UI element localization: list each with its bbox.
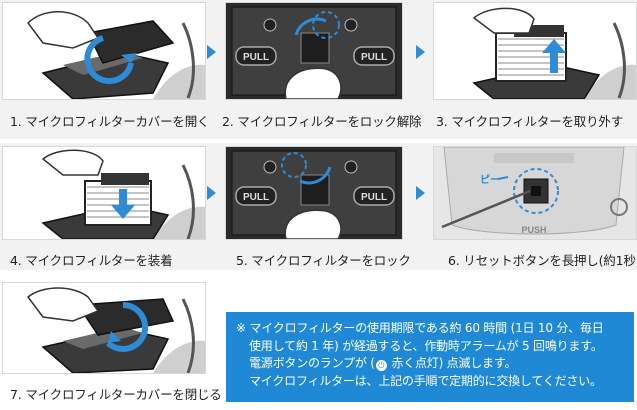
step-1-caption: 1. マイクロフィルターカバーを開く bbox=[10, 114, 210, 129]
note-line-4: マイクロフィルターは、上記の手順で定期的に交換してください。 bbox=[249, 373, 602, 388]
next-arrow-icon bbox=[416, 45, 425, 59]
pull-label-left: PULL bbox=[243, 192, 269, 203]
step-7-image bbox=[2, 282, 206, 374]
step-5-caption: 5. マイクロフィルターをロック bbox=[236, 253, 411, 268]
step-2-caption: 2. マイクロフィルターをロック解除 bbox=[222, 114, 422, 129]
beep-label: ピー bbox=[480, 174, 500, 186]
pull-label-left: PULL bbox=[243, 52, 269, 63]
step-7-caption: 7. マイクロフィルターカバーを閉じる bbox=[10, 387, 222, 402]
pull-label-right: PULL bbox=[361, 192, 387, 203]
note-line-3: 電源ボタンのランプが (⏻ 赤く点灯) 点滅します。 bbox=[236, 355, 626, 373]
note-line-1: ※ マイクロフィルターの使用期限である約 60 時間 (1日 10 分、毎日 bbox=[236, 321, 604, 335]
step-4-caption: 4. マイクロフィルターを装着 bbox=[10, 253, 173, 268]
power-icon: ⏻ bbox=[375, 360, 387, 371]
step-3-image bbox=[433, 2, 637, 100]
pull-label-right: PULL bbox=[361, 52, 387, 63]
step-5-image: PULL PULL bbox=[225, 146, 403, 240]
next-arrow-icon bbox=[416, 186, 425, 200]
next-arrow-icon bbox=[207, 45, 216, 59]
step-4-image bbox=[2, 146, 206, 240]
step-1-image bbox=[2, 2, 206, 100]
step-6-caption: 6. リセットボタンを長押し(約1秒) bbox=[448, 253, 637, 268]
note-line-3-prefix: 電源ボタンのランプが ( bbox=[249, 356, 375, 370]
step-6-image: PUSH ピー bbox=[433, 146, 637, 240]
next-arrow-icon bbox=[207, 186, 216, 200]
step-2-image: PULL PULL bbox=[225, 2, 403, 100]
note-line-3-suffix: 赤く点灯) 点滅します。 bbox=[387, 356, 517, 370]
step-3-caption: 3. マイクロフィルターを取り外す bbox=[436, 114, 624, 129]
replacement-note: ※ マイクロフィルターの使用期限である約 60 時間 (1日 10 分、毎日 使… bbox=[226, 312, 634, 402]
note-line-2: 使用して約 1 年) が経過すると、作動時アラームが 5 回鳴ります。 bbox=[249, 338, 603, 353]
push-label: PUSH bbox=[521, 225, 546, 235]
